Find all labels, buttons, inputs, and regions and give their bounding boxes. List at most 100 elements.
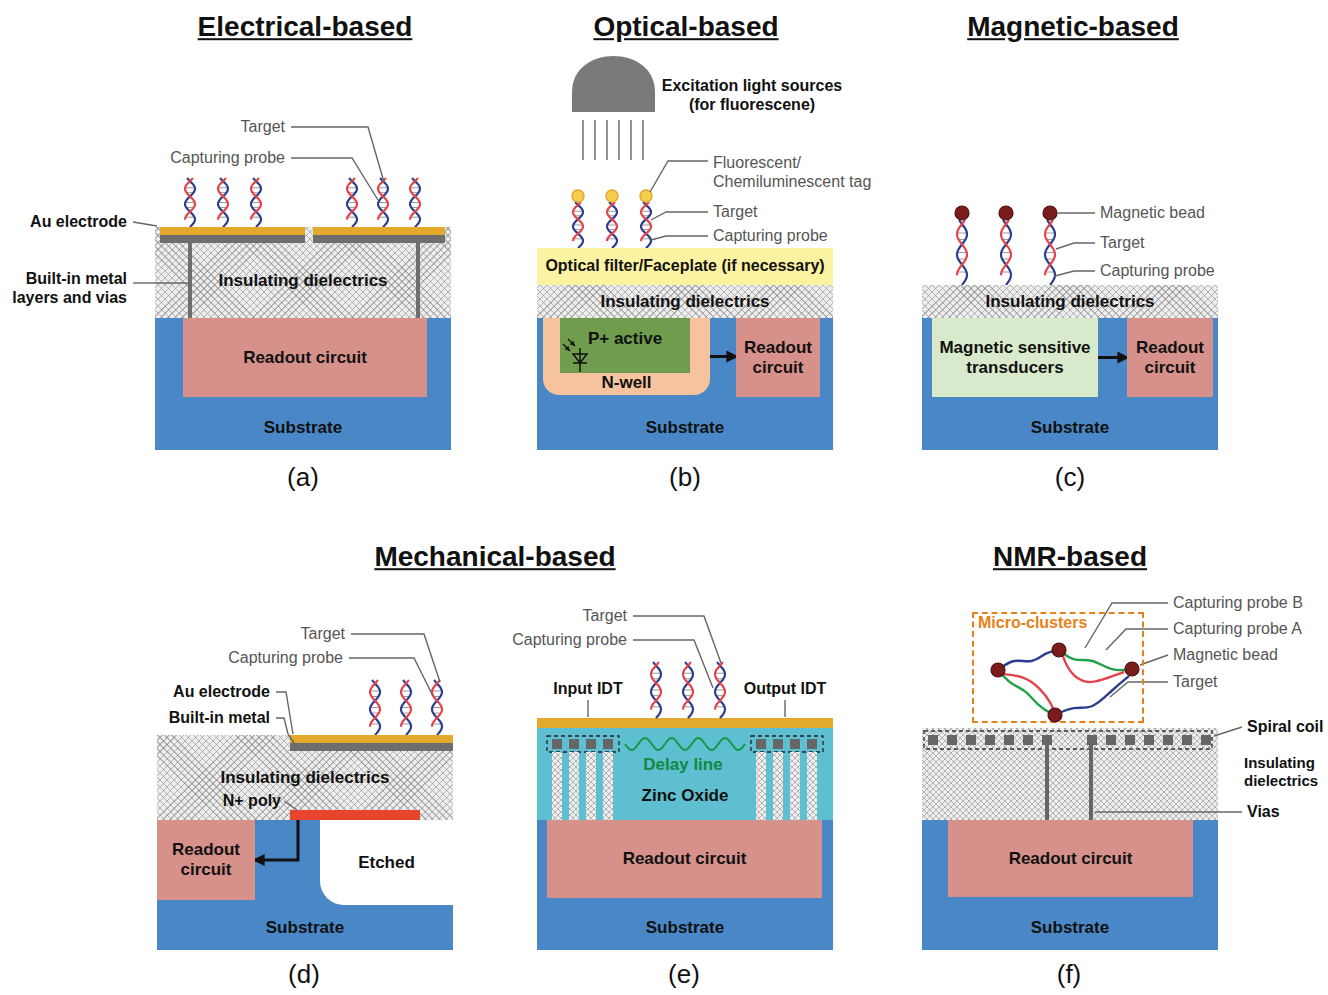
leader-line (1095, 811, 1242, 812)
coil-turn (1125, 735, 1135, 745)
base-pair (378, 202, 388, 203)
idt-finger (807, 752, 817, 820)
base-pair (378, 187, 388, 188)
panel-letter: (d) (288, 959, 320, 990)
base-pair (573, 225, 583, 226)
layer-label: Substrate (1031, 418, 1109, 438)
magnetic-bead (991, 663, 1005, 677)
metal-layer (290, 743, 453, 751)
coil-turn (1144, 735, 1154, 745)
dna-probe (378, 178, 388, 227)
layer-label: Readout circuit (1009, 849, 1133, 869)
leader-line (1085, 603, 1168, 648)
target-strand (401, 680, 411, 727)
magnetic-bead (1052, 643, 1066, 657)
idt-electrode (756, 739, 766, 749)
base-pair (432, 691, 442, 692)
leader-line (784, 700, 785, 717)
panel-letter: (e) (668, 959, 700, 990)
base-pair (370, 691, 380, 692)
readout-circuit-block: Readout circuit (547, 820, 822, 898)
part-label: Built-in metal layers and vias (3, 269, 127, 307)
panel-letter: (c) (1055, 462, 1085, 493)
layer-label: Insulating dielectrics (985, 292, 1154, 312)
panel-heading: Mechanical-based (374, 540, 615, 574)
dna-probe (185, 178, 195, 227)
part-label: Insulating dielectrics (1244, 754, 1324, 790)
photodiode-symbol (573, 348, 587, 372)
leader-line (587, 700, 588, 717)
base-pair (957, 252, 967, 253)
probe-strand (651, 662, 661, 718)
leader-line (133, 222, 157, 226)
signal-arrow (255, 820, 298, 860)
base-pair (185, 187, 195, 188)
magnetic-bead (1043, 206, 1057, 220)
leader-line (291, 158, 378, 200)
magnetic-bead (955, 206, 969, 220)
leader-line (291, 127, 384, 182)
part-label: Built-in metal (169, 708, 270, 727)
readout-circuit-block: Readout circuit (183, 318, 427, 397)
light-arrows (563, 339, 575, 351)
base-pair (1001, 233, 1011, 234)
base-pair (401, 707, 411, 708)
target-strand (683, 662, 693, 710)
via (416, 243, 420, 318)
base-pair (683, 690, 693, 691)
dielectric-layer: Insulating dielectrics (922, 285, 1218, 318)
panel-letter: (f) (1057, 959, 1082, 990)
part-label: Target (1100, 233, 1144, 252)
base-pair (218, 187, 228, 188)
part-label: Input IDT (553, 679, 622, 698)
substrate-fill (157, 820, 453, 950)
base-pair (347, 187, 357, 188)
substrate-fill (922, 318, 1218, 450)
leader-line (650, 161, 708, 192)
idt-electrode (603, 739, 613, 749)
fluorescent-tag (572, 190, 584, 202)
dna-strand (1055, 676, 1129, 715)
p-plus-active-region: P+ active (560, 318, 690, 373)
part-label: Fluorescent/ Chemiluminescent tag (713, 153, 883, 191)
leader-line (276, 692, 293, 734)
part-label: Target (583, 606, 627, 625)
gold-electrode (537, 718, 833, 728)
target-strand (378, 178, 388, 220)
base-pair (683, 673, 693, 674)
target-strand (1045, 220, 1055, 275)
leader-line (288, 734, 296, 746)
probe-strand (432, 680, 442, 735)
leader-line (1055, 271, 1095, 276)
dna-probe (651, 662, 661, 718)
panel-letter: (b) (669, 462, 701, 493)
dna-strand (998, 650, 1059, 670)
layer-label: Readout circuit (623, 849, 747, 869)
part-label: Magnetic bead (1100, 203, 1205, 222)
coil-turn (1106, 735, 1116, 745)
part-label: Target (1173, 672, 1217, 691)
layer-label: Optical filter/Faceplate (if necessary) (545, 257, 824, 275)
dna-probe (957, 220, 967, 285)
via (1045, 745, 1049, 820)
base-pair (370, 707, 380, 708)
coil-turn (1182, 735, 1192, 745)
panel-heading: Magnetic-based (967, 10, 1179, 44)
panel-heading: NMR-based (993, 540, 1147, 574)
idt-outline (751, 736, 823, 752)
leader-line (349, 658, 433, 696)
panel-letter: (a) (287, 462, 319, 493)
layer-label: Readout circuit (243, 348, 367, 368)
leader-line (651, 212, 708, 220)
magnetic-bead (1048, 708, 1062, 722)
idt-electrode (569, 739, 579, 749)
idt-finger (756, 752, 766, 820)
target-strand (347, 178, 357, 220)
leader-line (1140, 655, 1168, 665)
idt-finger (790, 752, 800, 820)
signal-arrow (1098, 356, 1127, 359)
coil-turn (985, 735, 995, 745)
coil-turn (1201, 735, 1211, 745)
